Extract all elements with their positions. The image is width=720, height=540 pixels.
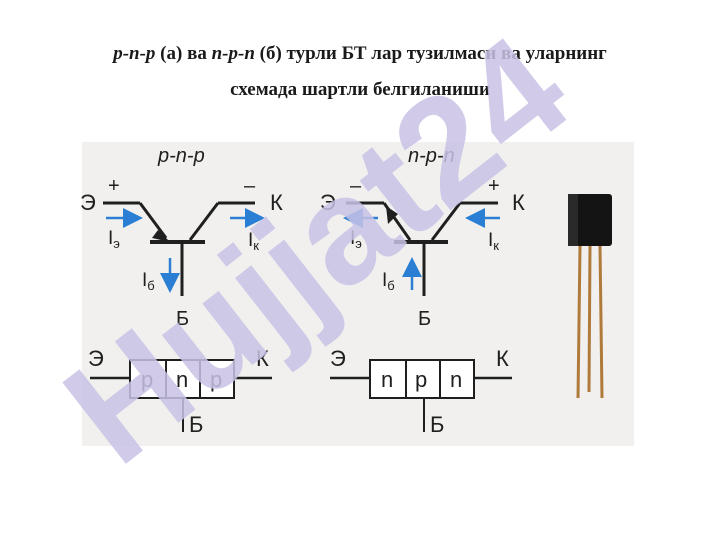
- title-line-1: p-n-p (а) ва n-p-n (б) турли БТ лар тузи…: [20, 36, 700, 72]
- pnp-plus: +: [108, 175, 120, 197]
- pnp-layer-3: p: [210, 367, 222, 392]
- pnp-minus: –: [244, 175, 256, 197]
- npn-structure: Э К n p n Б: [330, 346, 512, 437]
- npn-collector-lead: [430, 202, 462, 241]
- npn-ie-label: Iэ: [350, 228, 362, 251]
- npn-ik-label: Iк: [488, 230, 499, 253]
- pnp-ib-label: Iб: [142, 270, 155, 293]
- pnp-structure-emitter-label: Э: [88, 346, 104, 371]
- pnp-layer-2: n: [176, 367, 188, 392]
- npn-structure-box: [369, 359, 475, 399]
- transistor-package-icon: [568, 194, 612, 399]
- npn-base-label: Б: [418, 308, 431, 330]
- npn-type-label: n-p-n: [408, 145, 455, 167]
- pnp-layer-1: p: [141, 367, 153, 392]
- pnp-symbol: p-n-p + Э – К Б Iэ Iк Iб: [80, 145, 283, 330]
- pnp-emitter-label: Э: [80, 190, 96, 215]
- title-npn: n-p-n: [211, 43, 255, 64]
- npn-ib-label: Iб: [382, 270, 395, 293]
- npn-collector-label: К: [512, 190, 525, 215]
- npn-layer-3: n: [450, 367, 462, 392]
- pnp-structure: Э К p n p Б: [88, 346, 272, 437]
- pnp-ie-label: Iэ: [108, 228, 120, 251]
- title-line-2: схемада шартли белгиланиши: [230, 79, 490, 100]
- pnp-structure-base-label: Б: [189, 412, 203, 437]
- npn-emitter-label: Э: [320, 190, 336, 215]
- title-pnp: p-n-p: [113, 43, 156, 64]
- npn-symbol: n-p-n – Э + К Б Iэ Iк Iб: [320, 145, 525, 330]
- pnp-collector-lead: [188, 202, 220, 241]
- npn-minus: –: [350, 175, 362, 197]
- pnp-emitter-arrow-icon: [152, 230, 170, 242]
- pnp-type-label: p-n-p: [157, 145, 205, 167]
- page-title: p-n-p (а) ва n-p-n (б) турли БТ лар тузи…: [20, 36, 700, 108]
- npn-layer-1: n: [381, 367, 393, 392]
- title-rest: (б) турли БТ лар тузилмаси ва уларнинг: [254, 43, 607, 64]
- npn-structure-collector-label: К: [496, 346, 509, 371]
- pnp-collector-label: К: [270, 190, 283, 215]
- pnp-ik-label: Iк: [248, 230, 259, 253]
- pnp-emitter-lead: [138, 202, 168, 239]
- npn-plus: +: [488, 175, 500, 197]
- npn-structure-emitter-label: Э: [330, 346, 346, 371]
- pnp-base-label: Б: [176, 308, 189, 330]
- npn-emitter-arrow-icon: [386, 206, 398, 224]
- title-a: (а) ва: [155, 43, 212, 64]
- npn-structure-base-label: Б: [430, 412, 444, 437]
- npn-layer-2: p: [415, 367, 427, 392]
- pnp-structure-collector-label: К: [256, 346, 269, 371]
